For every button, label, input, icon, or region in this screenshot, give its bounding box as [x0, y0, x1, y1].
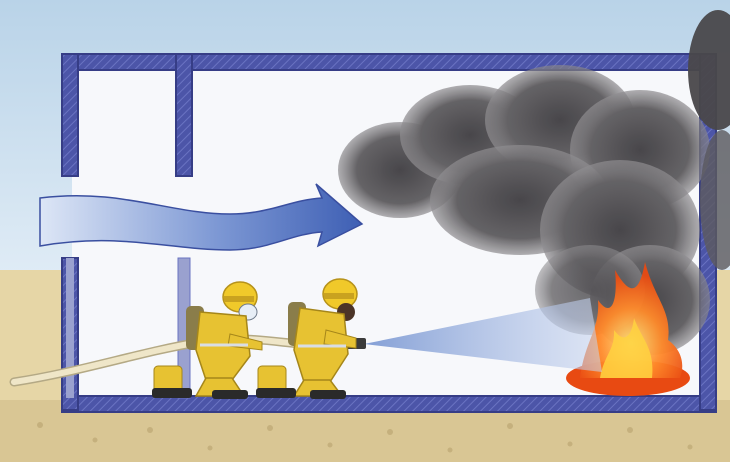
- floor-slab: [62, 396, 716, 412]
- left-wall-upper: [62, 54, 78, 176]
- interior-post-upper: [176, 54, 192, 176]
- roof-beam: [62, 54, 716, 70]
- left-window-sill: [66, 258, 74, 398]
